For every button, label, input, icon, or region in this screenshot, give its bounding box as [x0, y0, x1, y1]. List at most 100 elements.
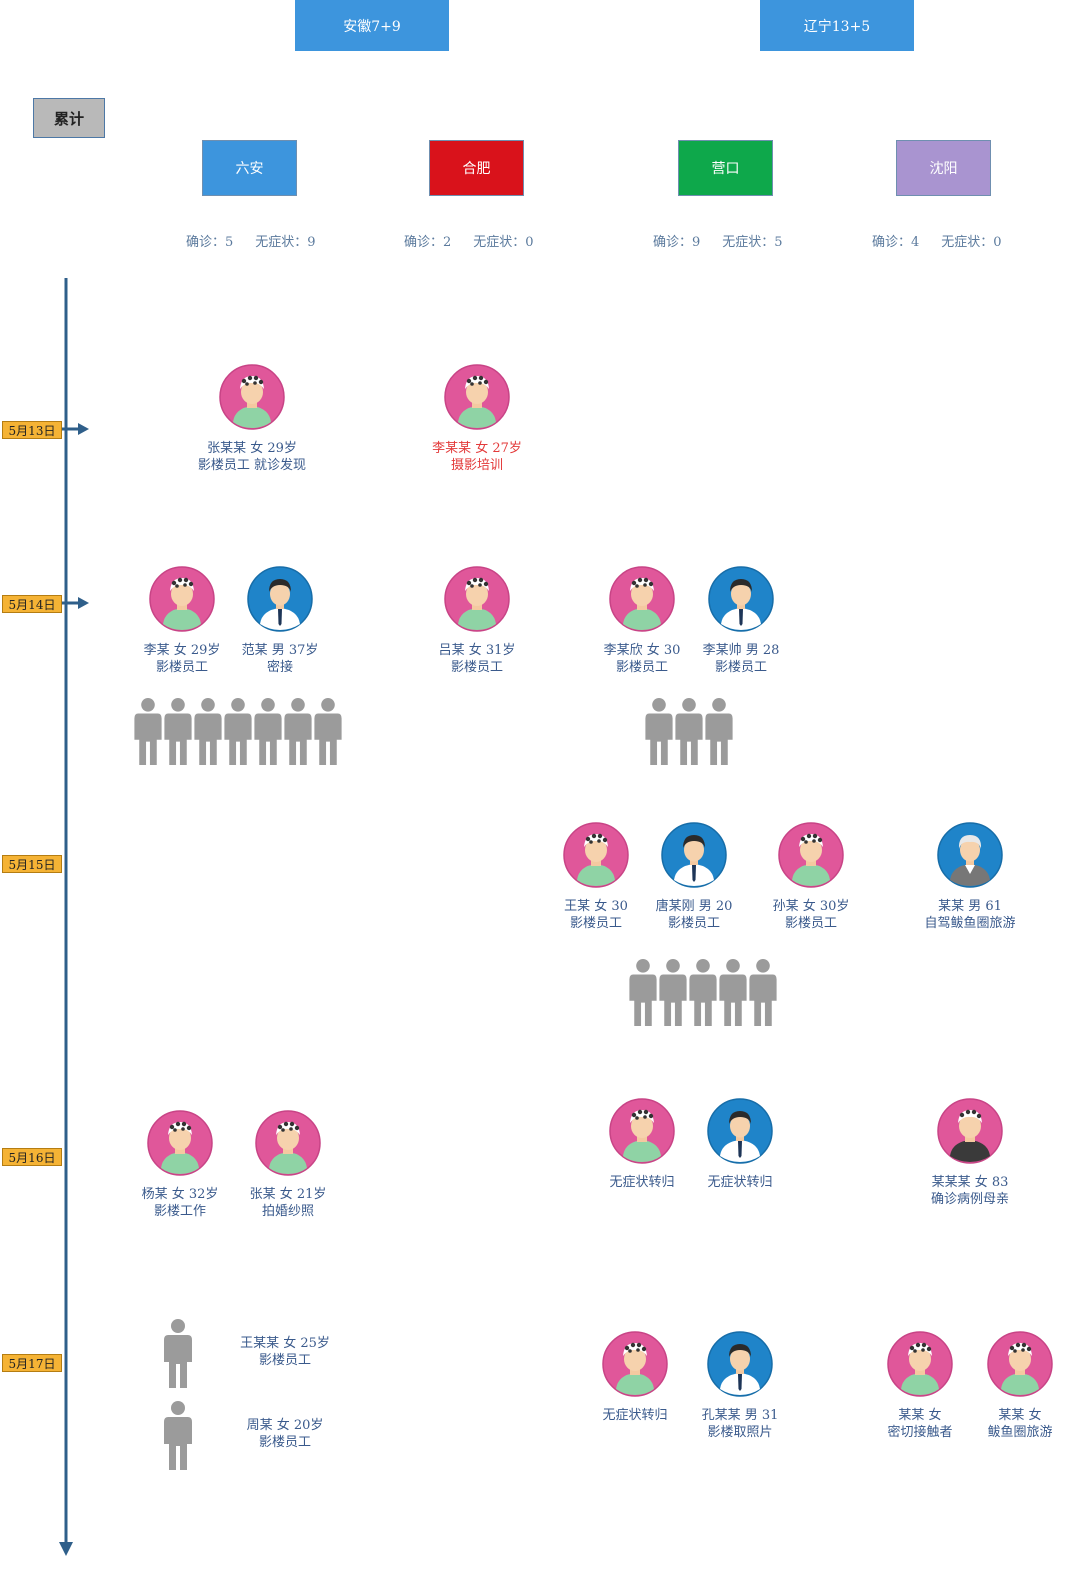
case-caption-line2: 影楼员工 [667, 916, 720, 931]
case-caption: 杨某 女 32岁影楼工作 [105, 1186, 255, 1220]
person-silhouette-icon [224, 697, 252, 765]
case-caption-line1: 某某 女 [998, 1408, 1042, 1423]
date-tag-may16: 5月16日 [2, 1148, 62, 1166]
case-caption: 某某某 女 83 确诊病例母亲 [895, 1174, 1045, 1208]
case-caption-line1: 范某 男 37岁 [241, 643, 319, 658]
person-silhouette-icon [675, 697, 703, 765]
cumulative-label: 累计 [33, 98, 105, 138]
case-caption-line1: 王某 女 30 [564, 899, 628, 914]
person-silhouette-icon [164, 1401, 192, 1470]
female-avatar-icon [609, 566, 675, 632]
city-box-yingkou: 营口 [678, 140, 773, 196]
case-caption-line2: 影楼工作 [153, 1204, 206, 1219]
city-box-luan: 六安 [202, 140, 297, 196]
female-avatar-icon [563, 822, 629, 888]
case-caption-line1: 无症状转归 [707, 1175, 773, 1190]
male-avatar-icon [661, 822, 727, 888]
date-tag-may17: 5月17日 [2, 1354, 62, 1372]
case-caption-line1: 张某某 女 29岁 [207, 441, 297, 456]
person-silhouette-icon [749, 958, 777, 1026]
case-caption-line1: 杨某 女 32岁 [141, 1187, 219, 1202]
city-label: 合肥 [462, 161, 491, 177]
male-avatar-icon [708, 566, 774, 632]
person-silhouette-icon [719, 958, 747, 1026]
elder-female-avatar-icon [937, 1098, 1003, 1164]
case-caption-line1: 孔某某 男 31 [701, 1408, 779, 1423]
city-label: 沈阳 [929, 161, 958, 177]
person-silhouette-icon [645, 697, 673, 765]
case-caption-line2: 影楼员工 就诊发现 [197, 458, 307, 473]
female-avatar-icon [444, 364, 510, 430]
case-caption: 张某 女 21岁拍婚纱照 [213, 1186, 363, 1220]
case-caption-line1: 张某 女 21岁 [249, 1187, 327, 1202]
case-caption: 李某帅 男 28 影楼员工 [666, 642, 816, 676]
case-caption: 唐某刚 男 20 影楼员工 [619, 898, 769, 932]
province-label: 辽宁13+5 [803, 18, 871, 35]
case-caption: 王某 女 30 影楼员工 [521, 898, 671, 932]
case-caption-line2: 摄影培训 [450, 458, 503, 473]
case-caption-line1: 某某 女 [898, 1408, 942, 1423]
female-avatar-icon [778, 822, 844, 888]
case-caption: 孙某 女 30岁影楼员工 [736, 898, 886, 932]
person-silhouette-icon [164, 1319, 192, 1388]
male-avatar-icon [707, 1331, 773, 1397]
date-tag-may13: 5月13日 [2, 421, 62, 439]
case-caption-line2: 影楼员工 [784, 916, 837, 931]
case-caption: 张某某 女 29岁影楼员工 就诊发现 [177, 440, 327, 474]
case-caption: 李某 女 29岁影楼员工 [107, 642, 257, 676]
male-avatar-icon [707, 1098, 773, 1164]
province-header-liaoning: 辽宁13+5 [760, 0, 914, 51]
male-avatar-icon [247, 566, 313, 632]
female-avatar-icon [149, 566, 215, 632]
person-silhouette-icon [689, 958, 717, 1026]
date-tag-may15: 5月15日 [2, 855, 62, 873]
female-avatar-icon [602, 1331, 668, 1397]
case-caption-line2: 影楼员工 [615, 660, 668, 675]
person-silhouette-icon [254, 697, 282, 765]
female-avatar-icon [219, 364, 285, 430]
person-silhouette-icon [134, 697, 162, 765]
female-avatar-icon [887, 1331, 953, 1397]
city-box-shenyang: 沈阳 [896, 140, 991, 196]
case-caption-line1: 李某帅 男 28 [702, 643, 780, 658]
case-caption: 范某 男 37岁密接 [205, 642, 355, 676]
asymptomatic-case-caption: 王某某 女 25岁 影楼员工 [240, 1336, 330, 1368]
case-caption-line1: 孙某 女 30岁 [772, 899, 850, 914]
case-caption: 无症状转归 [665, 1174, 815, 1191]
person-silhouette-icon [284, 697, 312, 765]
case-caption-line2: 影楼员工 [450, 660, 503, 675]
city-label: 营口 [711, 161, 740, 177]
case-caption: 某某 女密切接触者 [845, 1407, 995, 1441]
date-tag-may14: 5月14日 [2, 595, 62, 613]
case-caption-line1: 李某 女 29岁 [143, 643, 221, 658]
female-avatar-icon [147, 1110, 213, 1176]
case-caption-line2: 影楼员工 [714, 660, 767, 675]
case-caption: 李某欣 女 30 影楼员工 [567, 642, 717, 676]
case-caption-line2: 密接 [266, 660, 293, 675]
female-avatar-icon [987, 1331, 1053, 1397]
case-caption-line1: 李某某 女 27岁 [432, 441, 522, 456]
case-caption-line2: 自驾鲅鱼圈旅游 [924, 916, 1016, 931]
case-caption-line2: 鲅鱼圈旅游 [987, 1425, 1053, 1440]
case-caption-line1: 吕某 女 31岁 [438, 643, 516, 658]
case-caption-line1: 李某欣 女 30 [603, 643, 681, 658]
case-caption: 李某某 女 27岁摄影培训 [402, 440, 552, 474]
person-silhouette-icon [194, 697, 222, 765]
case-caption: 吕某 女 31岁影楼员工 [402, 642, 552, 676]
case-caption-line1: 某某某 女 83 [931, 1175, 1009, 1190]
case-caption-line2: 影楼取照片 [707, 1425, 773, 1440]
province-label: 安徽7+9 [343, 18, 401, 35]
case-caption-line2: 密切接触者 [887, 1425, 953, 1440]
case-caption-line1: 唐某刚 男 20 [655, 899, 733, 914]
city-label: 六安 [235, 161, 264, 177]
city-box-hefei: 合肥 [429, 140, 524, 196]
female-avatar-icon [609, 1098, 675, 1164]
person-silhouette-icon [314, 697, 342, 765]
case-caption-line2: 确诊病例母亲 [930, 1192, 1009, 1207]
case-caption-line2: 影楼员工 [569, 916, 622, 931]
